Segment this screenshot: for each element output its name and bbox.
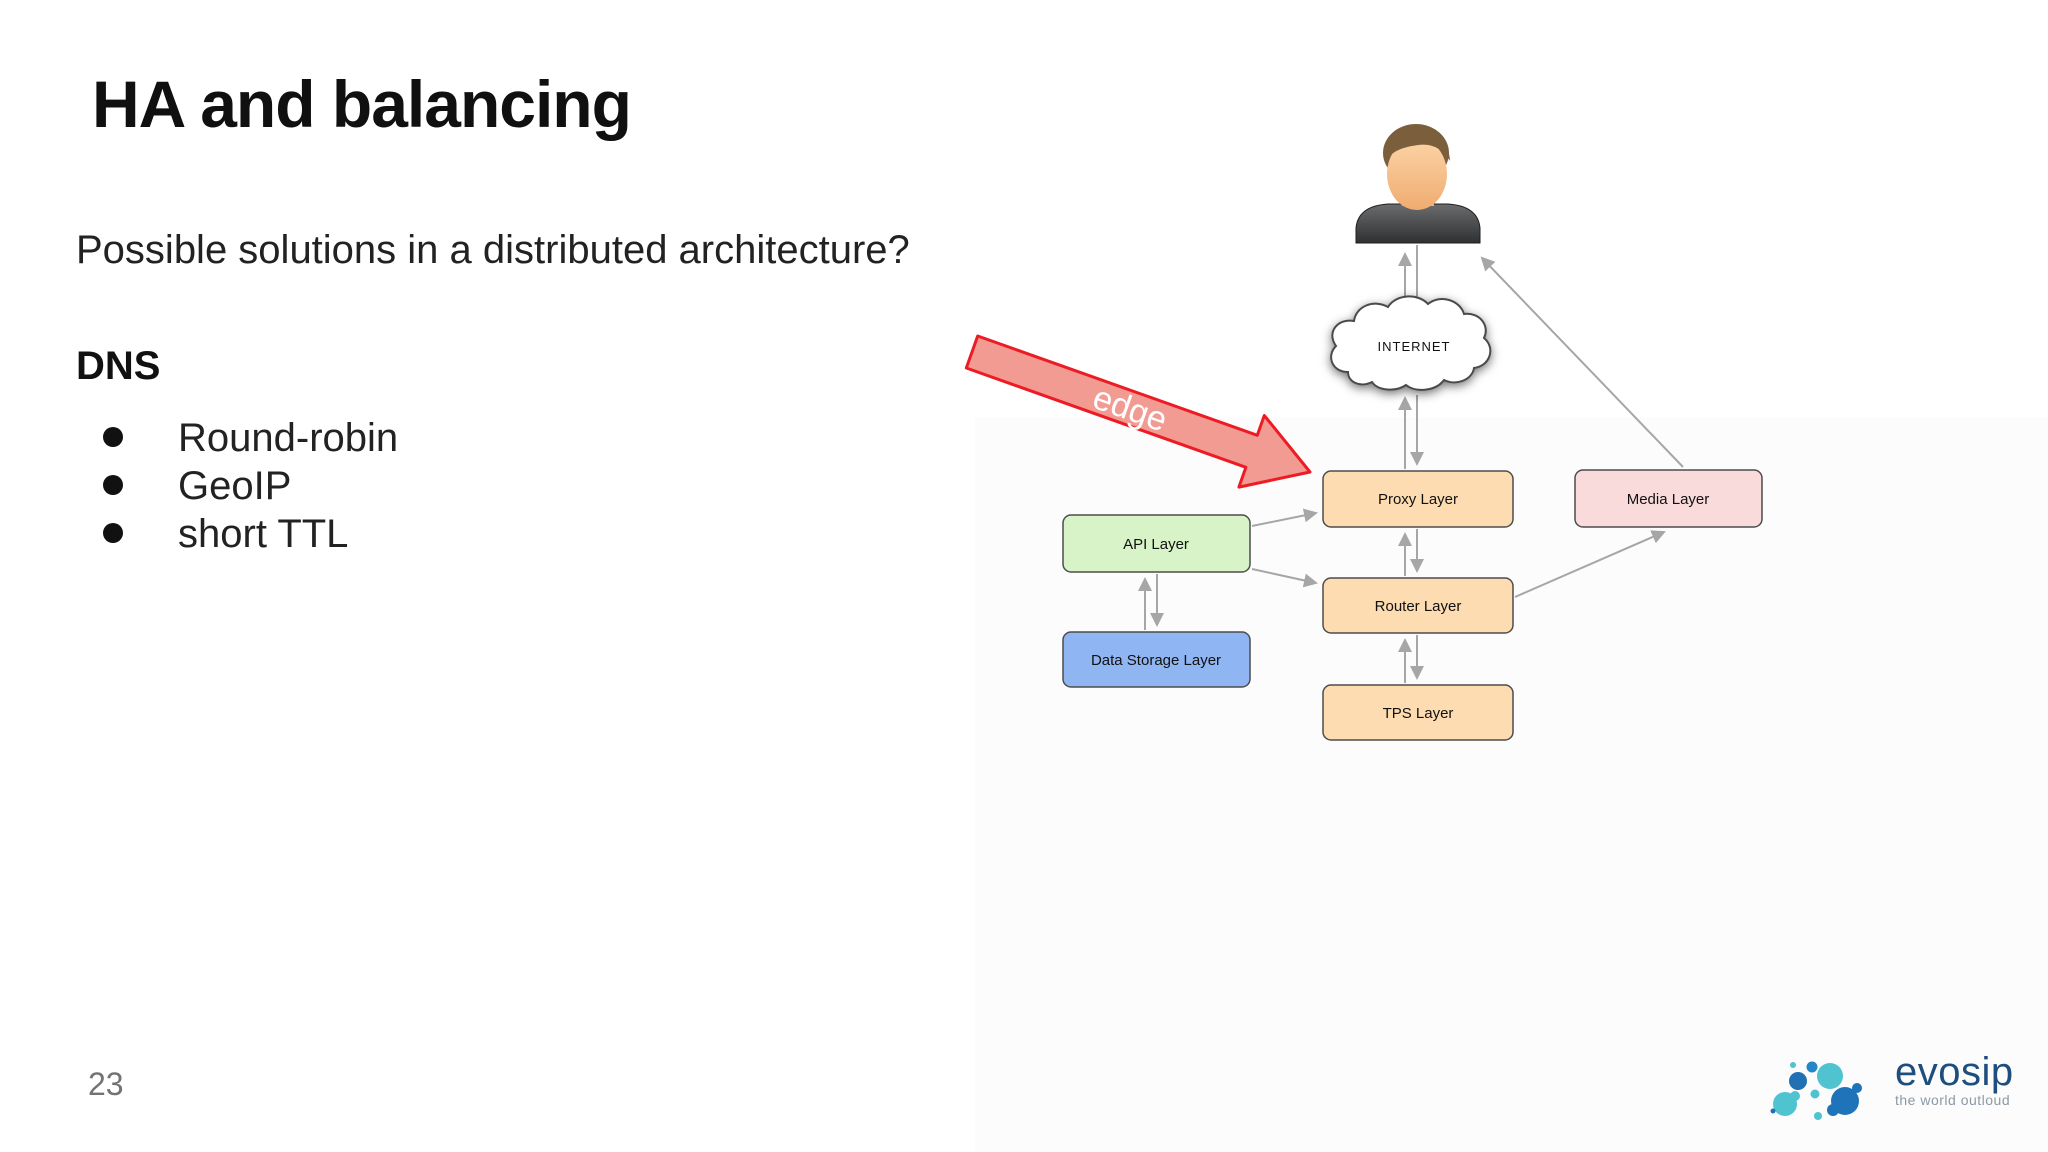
node-proxy-label: Proxy Layer (1378, 491, 1458, 508)
logo-tagline: the world outloud (1895, 1092, 2011, 1108)
bullet-icon (103, 475, 123, 495)
list-item: short TTL (103, 510, 398, 558)
bullet-icon (103, 523, 123, 543)
page-title: HA and balancing (92, 67, 632, 141)
edge-arrow-shape (964, 334, 1312, 489)
node-data-storage-layer: Data Storage Layer (1062, 631, 1251, 688)
edge-arrow: edge (964, 334, 1312, 489)
node-api-rect (1062, 514, 1251, 573)
node-router-layer: Router Layer (1322, 577, 1514, 634)
node-tps-layer: TPS Layer (1322, 684, 1514, 741)
node-tps-rect (1322, 684, 1514, 741)
node-api-label: API Layer (1123, 536, 1189, 553)
diagram-connectors (1138, 245, 1684, 683)
list-item: GeoIP (103, 462, 398, 510)
node-proxy-layer: Proxy Layer (1322, 470, 1514, 528)
cloud-label: INTERNET (1378, 339, 1451, 354)
node-tps-label: TPS Layer (1383, 705, 1454, 722)
node-media-label: Media Layer (1627, 491, 1710, 508)
subtitle: Possible solutions in a distributed arch… (76, 228, 910, 272)
arrow-router-to-media (1514, 530, 1666, 598)
evosip-logo-text: evosip the world outloud (1895, 1050, 2014, 1108)
node-router-rect (1322, 577, 1514, 634)
user-torso (1355, 203, 1481, 244)
evosip-logo: evosip the world outloud (1765, 1048, 2014, 1126)
user-icon (1355, 124, 1481, 244)
list-item: Round-robin (103, 414, 398, 462)
bullet-label: Round-robin (178, 416, 399, 460)
arrow-media-to-user (1480, 256, 1684, 468)
node-router-label: Router Layer (1375, 598, 1462, 615)
node-proxy-rect (1322, 470, 1514, 528)
logo-wordmark: evosip (1895, 1050, 2014, 1094)
bullet-label: GeoIP (178, 464, 292, 508)
evosip-logo-icon (1770, 1061, 1862, 1120)
internet-cloud: INTERNET (1330, 295, 1492, 391)
arrow-api-to-proxy (1251, 508, 1318, 527)
arrow-api-to-router (1251, 568, 1318, 588)
node-data-storage-rect (1062, 631, 1251, 688)
architecture-diagram: INTERNET edge Proxy Layer Media Layer AP… (964, 124, 1763, 741)
bullet-icon (103, 427, 123, 447)
bullet-list: Round-robin GeoIP short TTL (103, 414, 398, 558)
page-number: 23 (88, 1066, 124, 1102)
cloud-shape (1330, 295, 1492, 391)
user-hair-fringe (1387, 127, 1450, 161)
layer-nodes: Proxy Layer Media Layer API Layer Router… (1062, 469, 1763, 741)
edge-arrow-label: edge (1088, 378, 1172, 439)
node-api-layer: API Layer (1062, 514, 1251, 573)
user-face (1387, 138, 1447, 210)
node-media-rect (1574, 469, 1763, 528)
bullet-label: short TTL (178, 512, 349, 556)
section-heading-dns: DNS (76, 344, 161, 388)
node-media-layer: Media Layer (1574, 469, 1763, 528)
node-data-storage-label: Data Storage Layer (1091, 652, 1221, 669)
